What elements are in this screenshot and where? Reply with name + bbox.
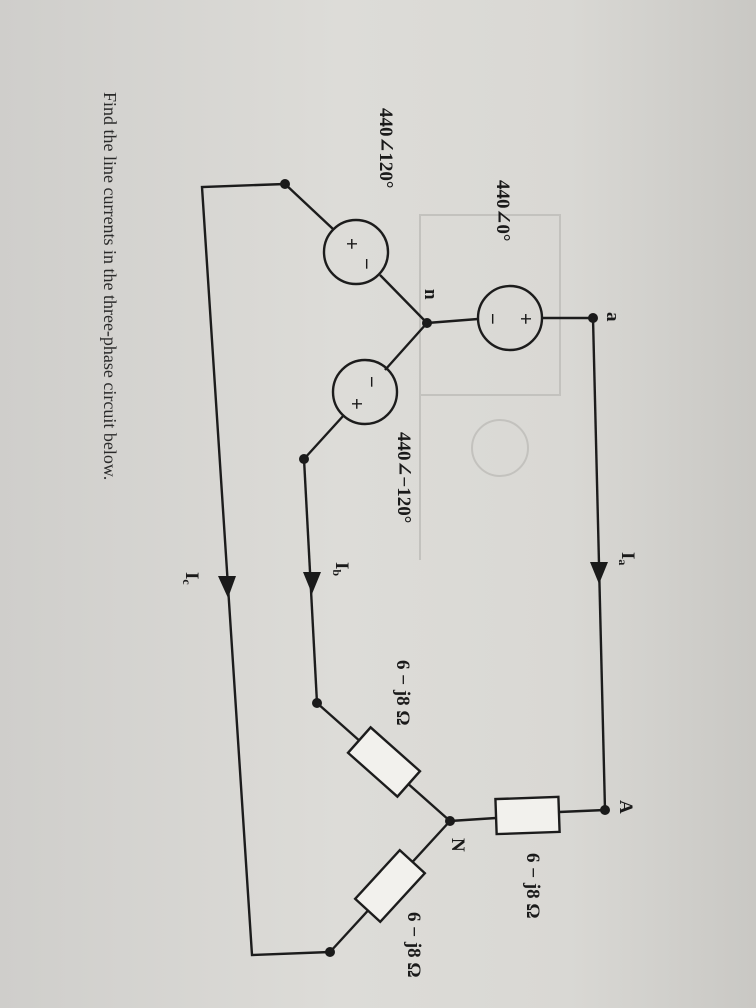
current-ib-label: Ib [330, 562, 352, 576]
load-c-impedance-label: 6 − j8 Ω [403, 912, 424, 978]
wire-n-to-source-b [384, 322, 428, 371]
source-c-minus: − [355, 258, 377, 270]
wire-n-to-source-a [426, 317, 479, 325]
problem-statement: Find the line currents in the three-phas… [100, 92, 120, 480]
current-ia-arrow-icon [590, 562, 608, 584]
load-impedance-a [494, 795, 561, 836]
current-ic-arrow-icon [218, 576, 236, 598]
line-c-wire [200, 182, 331, 957]
wire-A-to-load [558, 808, 606, 814]
current-ic-label: Ic [180, 572, 202, 585]
source-a-minus: − [481, 313, 503, 325]
wire-source-b-to-terminal [303, 414, 345, 460]
source-c-plus: + [340, 238, 362, 250]
node-N-label: N [447, 838, 468, 852]
source-a-plus: + [514, 313, 536, 325]
source-c-label: 440∠120° [375, 108, 396, 189]
voltage-source-b [331, 358, 399, 426]
load-impedance-b [346, 725, 422, 799]
load-b-impedance-label: 6 − j8 Ω [392, 660, 413, 726]
node-A-label: A [615, 800, 636, 814]
wire-n-to-source-c [379, 274, 428, 324]
load-a-impedance-label: 6 − j8 Ω [522, 853, 543, 919]
load-impedance-c [353, 848, 427, 924]
node-n-label: n [420, 289, 441, 300]
show-through-ghost [419, 214, 561, 560]
source-b-plus: + [345, 398, 367, 410]
source-b-label: 440∠−120° [393, 432, 414, 523]
wire-source-c-to-terminal [284, 183, 334, 230]
wire-load-a-to-N [449, 816, 497, 823]
current-ib-arrow-icon [303, 572, 321, 594]
current-ia-label: Ia [616, 552, 638, 565]
source-b-minus: − [360, 376, 382, 388]
voltage-source-c [322, 218, 390, 286]
source-a-label: 440∠0° [492, 180, 513, 242]
node-a-label: a [602, 312, 623, 322]
